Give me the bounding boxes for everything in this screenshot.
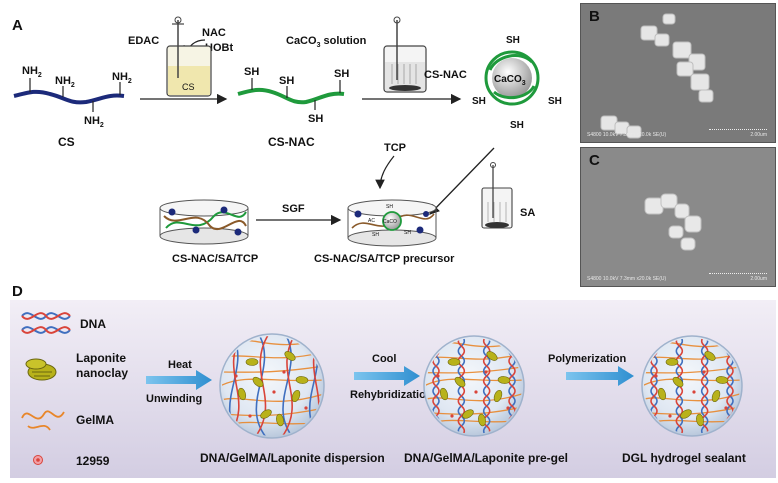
- state-label-pre-gel: DNA/GelMA/Laponite pre-gel: [404, 451, 568, 465]
- svg-text:Rehybridization: Rehybridization: [350, 389, 433, 401]
- svg-text:CaCO3 solution: CaCO3 solution: [286, 35, 367, 49]
- svg-text:NH2: NH2: [84, 115, 104, 129]
- svg-text:CS-NAC: CS-NAC: [424, 69, 467, 81]
- svg-text:NH2: NH2: [55, 75, 75, 89]
- panel-a: A NH2 NH2 NH2 NH2 CS EDAC NAC HOBt: [12, 16, 562, 265]
- svg-text:NAC: NAC: [202, 27, 226, 39]
- sem-b-scale: 2.00um: [750, 132, 767, 138]
- step-arrow-heat: Heat Unwinding: [146, 359, 212, 405]
- beaker-sa: SA: [481, 162, 535, 229]
- panel-b-letter: B: [589, 8, 600, 25]
- sgf-label: SGF: [282, 203, 305, 215]
- dish-left: CS-NAC/SA/TCP: [159, 199, 258, 265]
- svg-text:SH: SH: [372, 232, 379, 238]
- panel-a-letter: A: [12, 17, 23, 34]
- sem-b-particles: [581, 4, 775, 142]
- svg-text:SH: SH: [510, 120, 524, 131]
- scale-bar-b: [709, 129, 767, 130]
- svg-text:SH: SH: [334, 68, 349, 80]
- svg-text:Unwinding: Unwinding: [146, 393, 202, 405]
- dish-left-label: CS-NAC/SA/TCP: [172, 253, 258, 265]
- svg-text:SH: SH: [244, 66, 259, 78]
- step-arrow-polymerization: Polymerization: [548, 353, 634, 386]
- state-label-dispersion: DNA/GelMA/Laponite dispersion: [200, 451, 385, 465]
- dish-right: CaCO AC SH SH SH CS-NAC/SA/TCP precursor: [314, 199, 455, 265]
- dna-icon: [21, 312, 71, 334]
- svg-text:NH2: NH2: [112, 71, 132, 85]
- cs-backbone: [13, 89, 125, 105]
- svg-text:CaCO: CaCO: [383, 219, 397, 225]
- tcp-label: TCP: [384, 142, 406, 154]
- svg-text:SH: SH: [472, 96, 486, 107]
- cs-nac-chain: SH SH SH SH CS-NAC: [237, 66, 349, 149]
- panel-d-letter: D: [12, 283, 23, 300]
- cs-chain: NH2 NH2 NH2 NH2 CS: [13, 65, 132, 149]
- legend-gelma-label: GelMA: [76, 413, 114, 427]
- svg-text:SA: SA: [520, 207, 535, 219]
- arrow-particle-to-precursor: [429, 147, 495, 215]
- laponite-icon: [25, 358, 57, 381]
- svg-text:SH: SH: [308, 113, 323, 125]
- svg-text:EDAC: EDAC: [128, 35, 159, 47]
- sem-c-info: S4800 10.0kV 7.3mm x20.0k SE(U): [587, 276, 667, 282]
- svg-text:Cool: Cool: [372, 353, 396, 365]
- sem-panel-b: B S4800 10.0kV 7.3mm x20.0k SE(U) 2.00um: [580, 3, 776, 143]
- legend-laponite-line2: nanoclay: [76, 366, 128, 380]
- svg-text:SH: SH: [386, 204, 393, 210]
- svg-text:AC: AC: [368, 218, 375, 224]
- svg-text:SH: SH: [404, 230, 411, 236]
- sphere-dispersion: [219, 333, 325, 439]
- svg-text:CS: CS: [182, 82, 195, 92]
- sphere-pre-gel: [423, 335, 525, 437]
- svg-text:CaCO3: CaCO3: [494, 74, 526, 87]
- panel-d: D DNA Laponite nanoclay GelMA 12959: [10, 283, 776, 478]
- cs-label: CS: [58, 135, 75, 149]
- legend-dna-label: DNA: [80, 317, 106, 331]
- svg-text:SH: SH: [548, 96, 562, 107]
- beaker-caco3: CaCO3 solution: [286, 16, 427, 93]
- initiator-icon: [33, 455, 43, 465]
- svg-text:Polymerization: Polymerization: [548, 353, 627, 365]
- svg-text:Heat: Heat: [168, 359, 192, 371]
- cs-nac-label: CS-NAC: [268, 135, 315, 149]
- step-arrow-cool: Cool Rehybridization: [350, 353, 433, 401]
- legend-laponite-line1: Laponite: [76, 351, 126, 365]
- svg-text:SH: SH: [506, 35, 520, 46]
- state-label-hydrogel: DGL hydrogel sealant: [622, 451, 746, 465]
- sem-panel-c: C S4800 10.0kV 7.3mm x20.0k SE(U) 2.00um: [580, 147, 776, 287]
- sem-c-scale: 2.00um: [750, 276, 767, 282]
- panel-c-letter: C: [589, 152, 600, 169]
- sphere-hydrogel: [641, 335, 743, 437]
- beaker-edac: EDAC NAC HOBt CS: [128, 16, 233, 97]
- gelma-icon: [21, 410, 65, 431]
- dish-right-label: CS-NAC/SA/TCP precursor: [314, 253, 455, 265]
- sem-b-info: S4800 10.0kV 7.3mm x20.0k SE(U): [587, 132, 667, 138]
- svg-text:HOBt: HOBt: [205, 42, 233, 54]
- sem-c-particles: [581, 148, 775, 286]
- svg-text:NH2: NH2: [22, 65, 42, 79]
- legend-12959-label: 12959: [76, 454, 110, 468]
- caco3-particle: CS-NAC CaCO3 SH SH SH SH: [424, 35, 562, 131]
- scale-bar-c: [709, 273, 767, 274]
- svg-text:SH: SH: [279, 75, 294, 87]
